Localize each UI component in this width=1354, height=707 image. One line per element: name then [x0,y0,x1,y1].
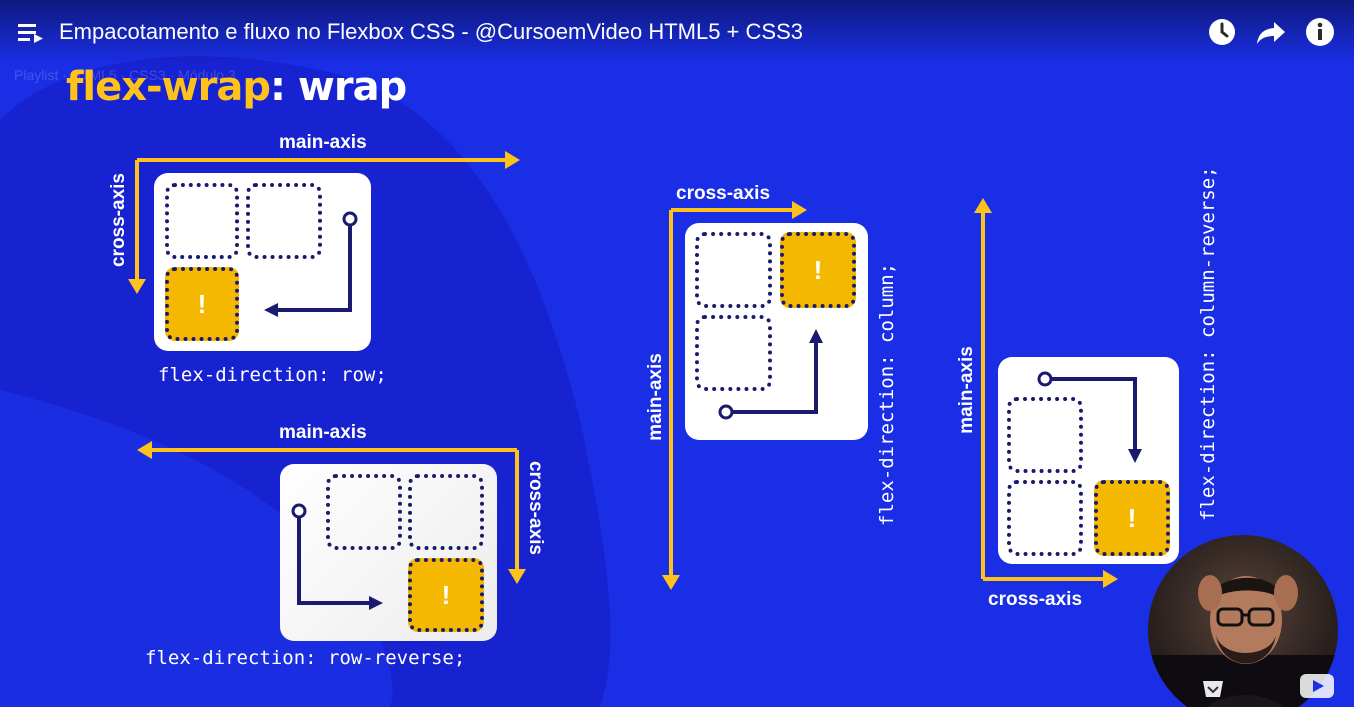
heading-value: wrap [297,64,407,110]
row-diagram-card: ! [154,173,371,351]
column-reverse-main-axis-label: main-axis [956,346,977,434]
heading-property: flex-wrap [66,64,271,110]
flex-item-box [326,474,402,550]
flex-item-box [246,183,322,259]
row-cross-axis-label: cross-axis [108,173,129,268]
caption-column: flex-direction: column; [876,262,898,526]
player-top-bar [0,0,1354,64]
flex-item-box [1007,397,1083,473]
row-reverse-cross-axis-label: cross-axis [525,460,546,555]
video-title[interactable]: Empacotamento e fluxo no Flexbox CSS - @… [59,19,803,44]
row-main-axis-label: main-axis [279,132,367,153]
column-cross-axis-label: cross-axis [676,183,771,204]
highlight-mark: ! [1127,502,1137,533]
playlist-icon[interactable] [18,22,44,44]
flex-item-box [695,232,772,308]
caption-column-reverse: flex-direction: column-reverse; [1197,166,1219,521]
flex-item-box [408,474,484,550]
caption-row-reverse: flex-direction: row-reverse; [145,647,466,669]
row-reverse-main-axis-label: main-axis [279,422,367,443]
channel-logo-icon [1203,681,1223,697]
highlight-mark: ! [197,288,207,319]
share-icon[interactable] [1255,16,1287,48]
flex-item-box [695,315,772,391]
playlist-overlay-text: Playlist · HTML5 · CSS3 · Módulo 3 [14,67,236,83]
row-reverse-diagram-card: ! [280,464,497,641]
flex-item-box [165,183,239,259]
watch-later-icon[interactable] [1206,16,1238,48]
flex-item-highlight: ! [780,232,856,308]
column-reverse-cross-axis-label: cross-axis [988,589,1083,610]
highlight-mark: ! [441,579,451,610]
heading-separator: : [269,64,286,110]
slide-heading: flex-wrap: wrap [66,64,407,110]
column-main-axis-label: main-axis [645,353,666,441]
flex-item-highlight: ! [1094,480,1170,556]
caption-row: flex-direction: row; [158,364,387,386]
info-icon[interactable] [1304,16,1336,48]
flex-item-highlight: ! [165,267,239,341]
column-diagram-card: ! [685,223,868,440]
flex-item-highlight: ! [408,558,484,632]
column-reverse-diagram-card: ! [998,357,1179,564]
highlight-mark: ! [813,254,823,285]
flex-item-box [1007,480,1083,556]
youtube-logo-icon[interactable] [1300,674,1334,698]
heading-value-gap [285,64,298,110]
